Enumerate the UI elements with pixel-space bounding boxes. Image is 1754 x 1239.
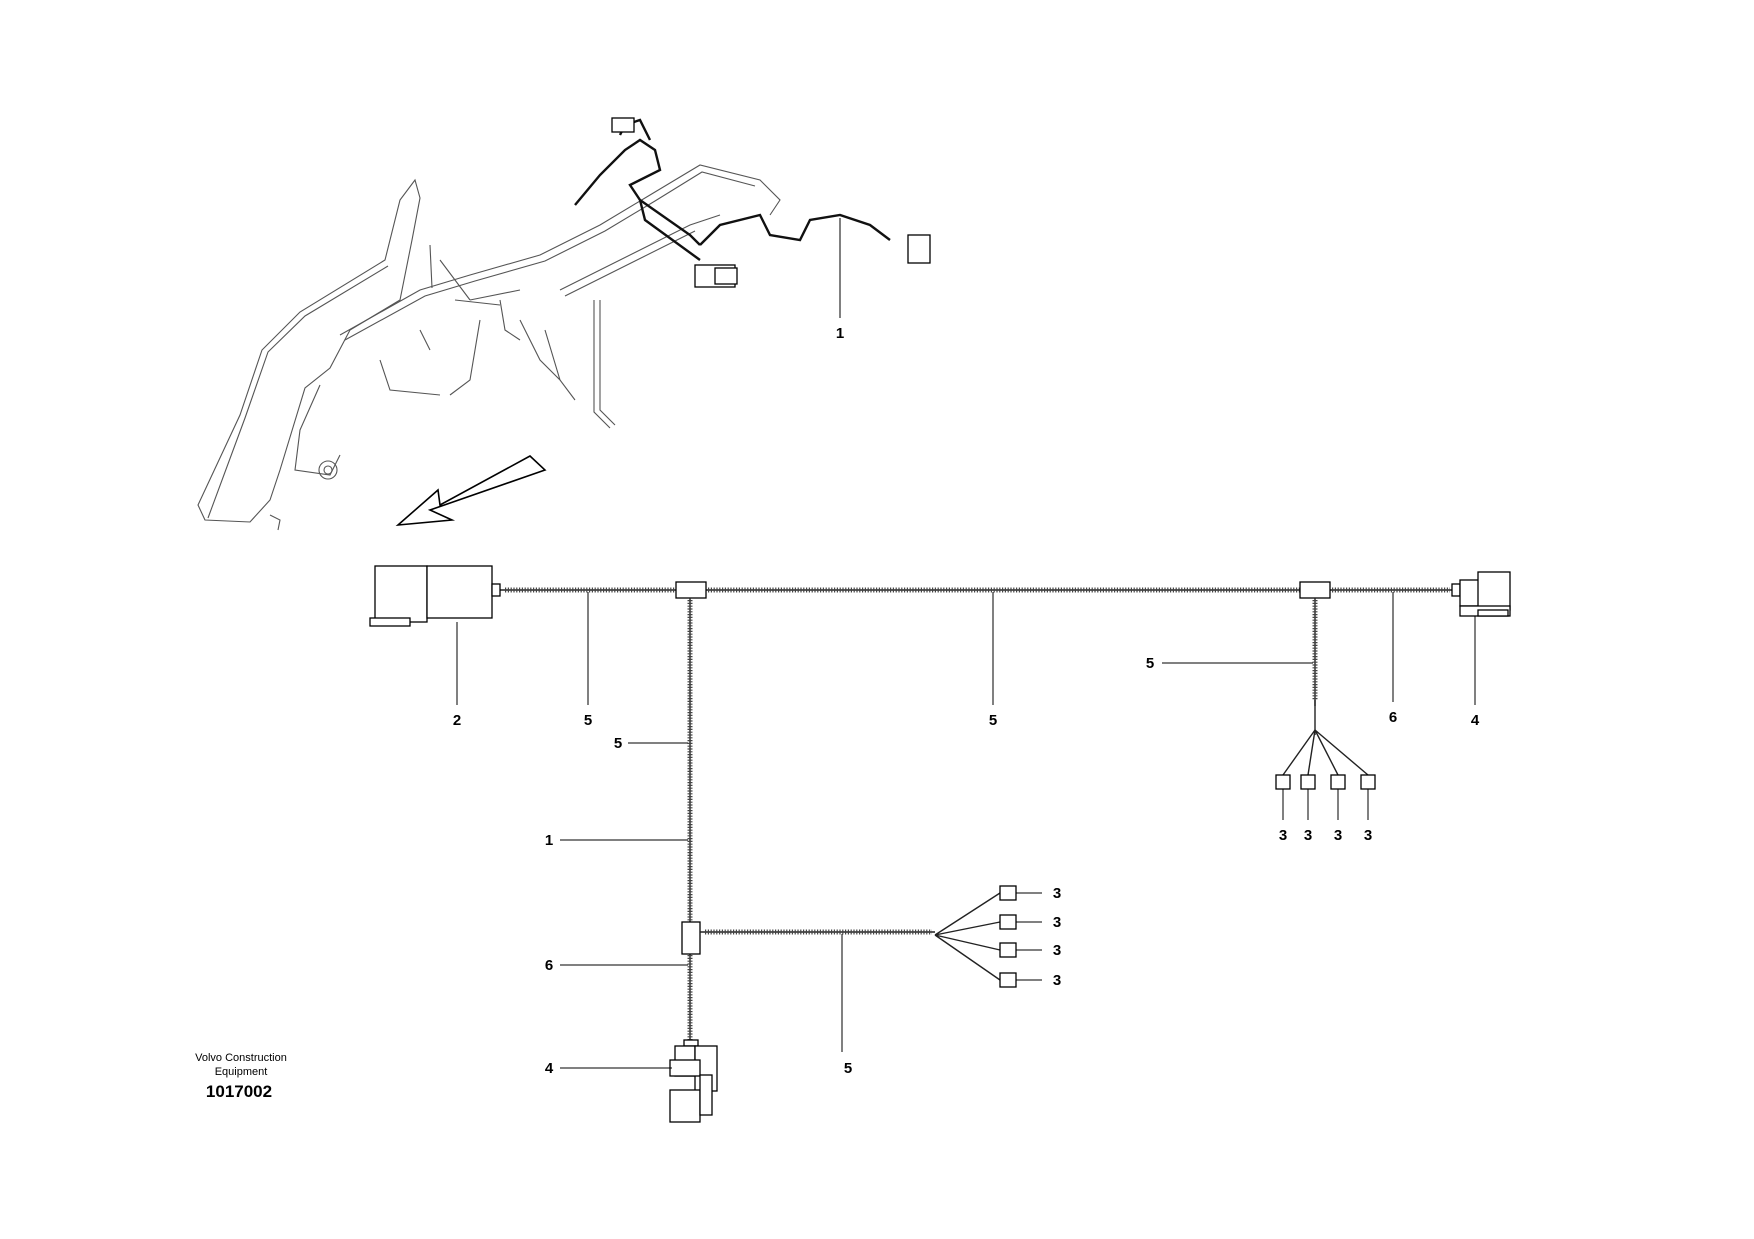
callout-2: 2 [453, 712, 461, 729]
right-sub-connector-3 [1330, 774, 1346, 790]
callout-3-right-3: 3 [1334, 827, 1342, 844]
callout-4-bottom: 4 [545, 1060, 554, 1077]
callout-5-lower-branch: 5 [844, 1060, 852, 1077]
callout-1-overview: 1 [836, 325, 844, 342]
lower-sub-connector-1 [999, 885, 1017, 901]
callout-5-vertical: 5 [614, 735, 622, 752]
harness-overview-illustration: 1 [197, 117, 931, 531]
callout-3-lower-4: 3 [1053, 972, 1061, 989]
callout-3-lower-3: 3 [1053, 942, 1061, 959]
figure-number: 1017002 [206, 1082, 272, 1101]
bottom-connector [669, 1039, 718, 1123]
right-sub-connector-4 [1360, 774, 1376, 790]
right-sub-connector-2 [1300, 774, 1316, 790]
callout-3-right-4: 3 [1364, 827, 1372, 844]
callout-6-vertical: 6 [545, 957, 553, 974]
callout-5-trunk-left: 5 [584, 712, 592, 729]
right-connector [1451, 571, 1511, 617]
drawing-caption: Volvo Construction Equipment 1017002 [195, 1052, 287, 1101]
t-junction-lower [681, 921, 701, 955]
callout-5-branch-right: 5 [1146, 655, 1154, 672]
t-junction-left [675, 581, 707, 599]
callout-6-trunk-right: 6 [1389, 709, 1397, 726]
t-junction-right [1299, 581, 1331, 599]
callout-3-right-2: 3 [1304, 827, 1312, 844]
harness-schematic: 2 5 5 5 6 4 3 3 3 3 5 1 6 4 5 3 3 3 3 [369, 565, 1511, 1123]
main-connector [369, 565, 501, 627]
caption-brand-line2: Equipment [215, 1066, 268, 1078]
right-sub-connector-1 [1275, 774, 1291, 790]
direction-arrow-icon [395, 455, 547, 527]
lower-sub-connector-3 [999, 942, 1017, 958]
callout-1-vertical: 1 [545, 832, 553, 849]
callout-3-lower-2: 3 [1053, 914, 1061, 931]
callout-3-right-1: 3 [1279, 827, 1287, 844]
lower-sub-connector-4 [999, 972, 1017, 988]
lower-sub-connector-2 [999, 914, 1017, 930]
callout-5-trunk-mid: 5 [989, 712, 997, 729]
callout-4-right: 4 [1471, 712, 1480, 729]
caption-brand-line1: Volvo Construction [195, 1052, 287, 1064]
callout-3-lower-1: 3 [1053, 885, 1061, 902]
